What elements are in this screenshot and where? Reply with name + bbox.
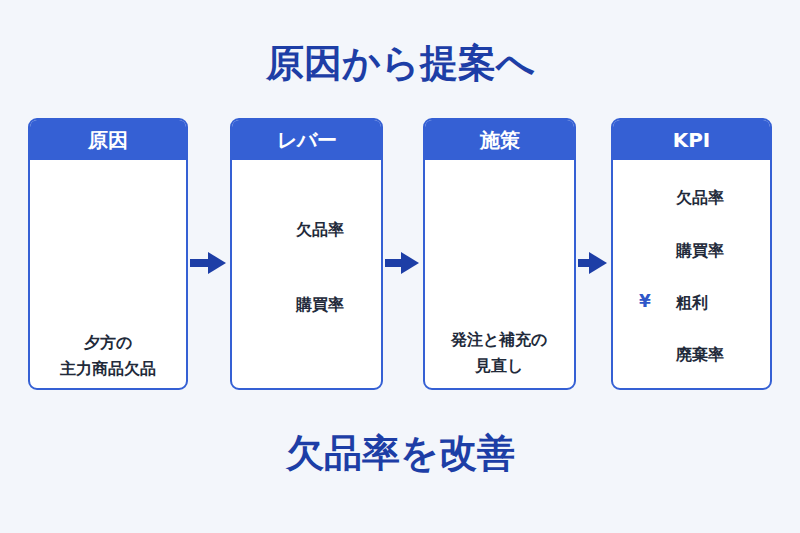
card-text: 購買率 bbox=[676, 238, 766, 264]
card-text: 欠品率 bbox=[296, 217, 376, 243]
diagram-caption: 欠品率を改善 bbox=[0, 428, 800, 479]
card-heading: 施策 bbox=[480, 127, 520, 154]
symbol-label: ¥ bbox=[630, 291, 660, 311]
card-text: 粗利 bbox=[676, 290, 766, 316]
card-heading: 原因 bbox=[88, 127, 128, 154]
card-header: 原因 bbox=[30, 120, 186, 160]
stage-card: 施策発注と補充の 見直し bbox=[423, 118, 576, 390]
card-text: 発注と補充の 見直し bbox=[439, 327, 559, 379]
stage-card: 原因夕方の 主力商品欠品 bbox=[28, 118, 188, 390]
card-text: 購買率 bbox=[296, 292, 376, 318]
flow-arrow bbox=[578, 259, 591, 267]
card-heading: KPI bbox=[673, 128, 711, 152]
card-text: 夕方の 主力商品欠品 bbox=[38, 330, 178, 382]
card-text: 廃棄率 bbox=[676, 342, 766, 368]
card-header: KPI bbox=[613, 120, 770, 160]
diagram-title: 原因から提案へ bbox=[0, 38, 800, 89]
flow-arrow bbox=[385, 259, 403, 267]
card-header: 施策 bbox=[425, 120, 574, 160]
card-header: レバー bbox=[232, 120, 381, 160]
stage-card: KPI 欠品率購買率粗利廃棄率 bbox=[611, 118, 772, 390]
card-heading: レバー bbox=[277, 127, 337, 154]
card-text: 欠品率 bbox=[676, 185, 766, 211]
stage-card: レバー欠品率購買率 bbox=[230, 118, 383, 390]
flow-arrow bbox=[190, 259, 210, 267]
